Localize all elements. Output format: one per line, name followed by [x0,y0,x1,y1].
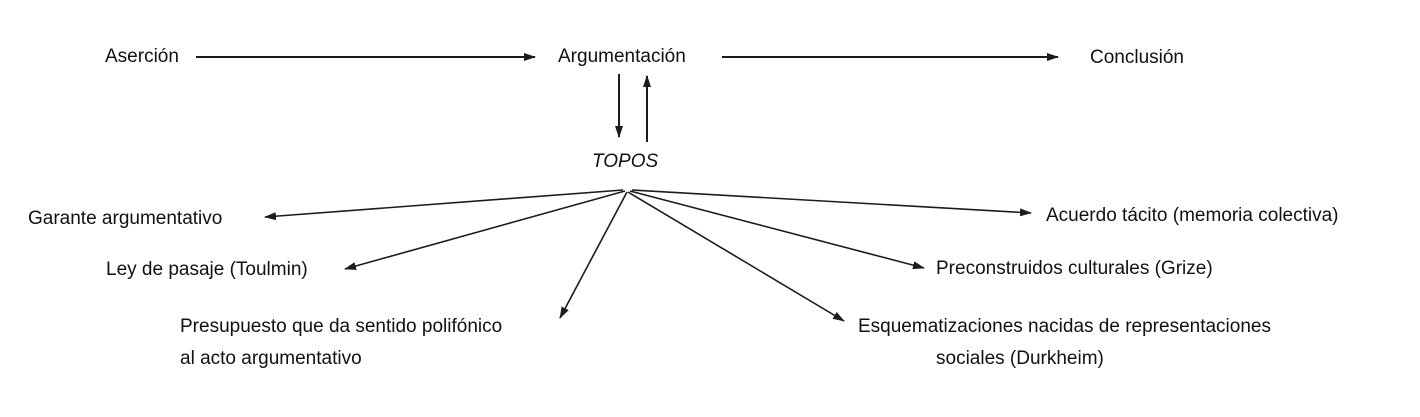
branch-acuerdo-tacito: Acuerdo tácito (memoria colectiva) [1046,205,1339,226]
arrow-topos-to-ley-de-pasaje [344,190,626,270]
branch-presupuesto: Presupuesto que da sentido polifónico al… [180,311,502,375]
arrow-topos-to-preconstruidos [629,190,925,270]
branch-ley-de-pasaje: Ley de pasaje (Toulmin) [106,259,308,280]
arrow-topos-to-presupuesto [559,191,628,319]
arrow-topos-to-acuerdo-tacito [631,189,1032,217]
branch-garante-argumentativo: Garante argumentativo [28,208,223,229]
branch-esquematizaciones-line2: sociales (Durkheim) [936,348,1104,369]
branch-presupuesto-line2: al acto argumentativo [180,348,362,369]
node-conclusion: Conclusión [1090,47,1184,68]
node-topos: TOPOS [592,151,659,172]
branch-esquematizaciones-line1: Esquematizaciones nacidas de representac… [858,316,1271,337]
arrow-topos-to-esquematizaciones [627,191,845,322]
branch-preconstruidos: Preconstruidos culturales (Grize) [936,258,1213,279]
branch-presupuesto-line1: Presupuesto que da sentido polifónico [180,316,503,337]
arrow-topos-to-garante [264,189,624,221]
node-asercion: Aserción [105,46,179,67]
node-argumentacion: Argumentación [558,46,686,67]
branch-esquematizaciones: Esquematizaciones nacidas de representac… [858,311,1271,375]
